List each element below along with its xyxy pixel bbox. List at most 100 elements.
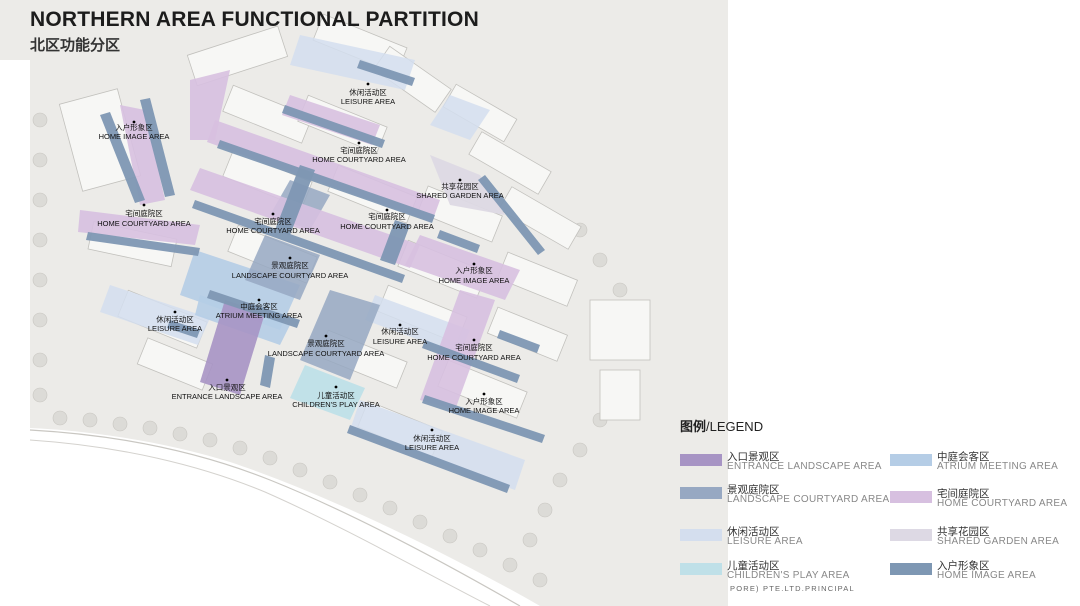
map-label-home-courtyard-1: 宅间庭院区 HOME COURTYARD AREA — [312, 141, 406, 164]
legend-label-en: SHARED GARDEN AREA — [937, 536, 1060, 547]
footer-credit: PORE) PTE.LTD.PRINCIPAL — [730, 584, 855, 593]
legend-label-en: LEISURE AREA — [727, 536, 803, 547]
map-label-en: LEISURE AREA — [373, 337, 427, 346]
legend-label-en: HOME IMAGE AREA — [937, 570, 1036, 581]
legend-label-cn: 入户形象区 — [937, 560, 990, 572]
legend-swatch — [680, 487, 722, 499]
map-label-cn: 儿童活动区 — [317, 390, 355, 400]
legend-label-en: CHILDREN'S PLAY AREA — [727, 570, 850, 581]
map-label-cn: 入户形象区 — [455, 265, 493, 275]
map-label-en: LEISURE AREA — [405, 443, 459, 452]
map-label-en: HOME COURTYARD AREA — [97, 219, 191, 228]
map-label-en: HOME COURTYARD AREA — [226, 226, 320, 235]
map-label-landscape-courtyard-1: 景观庭院区 LANDSCAPE COURTYARD AREA — [232, 256, 348, 280]
legend-item-home-image: 入户形象区 HOME IMAGE AREA — [890, 558, 1080, 588]
legend-label-cn: 休闲活动区 — [727, 526, 780, 538]
map-label-home-courtyard-3: 宅间庭院区 HOME COURTYARD AREA — [226, 212, 320, 235]
map-label-en: HOME IMAGE AREA — [449, 406, 520, 415]
map-label-cn: 休闲活动区 — [381, 326, 419, 336]
map-label-childrens-play: 儿童活动区 CHILDREN'S PLAY AREA — [292, 385, 380, 409]
map-label-home-courtyard-4: 宅间庭院区 HOME COURTYARD AREA — [340, 208, 434, 231]
map-label-en: ATRIUM MEETING AREA — [216, 311, 303, 320]
legend-item-home-courtyard: 宅间庭院区 HOME COURTYARD AREA — [890, 486, 1080, 516]
map-label-cn: 中庭会客区 — [240, 301, 278, 311]
legend-label-cn: 共享花园区 — [937, 526, 990, 538]
legend-swatch — [890, 491, 932, 503]
legend-label-en: HOME COURTYARD AREA — [937, 498, 1068, 509]
map-label-en: HOME IMAGE AREA — [99, 132, 170, 141]
map-label-cn: 宅间庭院区 — [254, 216, 292, 226]
map-label-atrium-meeting: 中庭会客区 ATRIUM MEETING AREA — [216, 298, 303, 320]
legend-swatch — [890, 563, 932, 575]
map-label-cn: 入户形象区 — [115, 122, 153, 132]
zones-landscape-courtyard — [245, 180, 380, 380]
legend-title: 图例/LEGEND — [680, 416, 763, 435]
legend-label-cn: 入口景观区 — [727, 451, 780, 463]
map-label-en: HOME COURTYARD AREA — [340, 222, 434, 231]
map-label-cn: 景观庭院区 — [271, 260, 309, 270]
map-label-home-courtyard-2: 宅间庭院区 HOME COURTYARD AREA — [97, 203, 191, 228]
legend-swatch — [680, 563, 722, 575]
map-label-en: CHILDREN'S PLAY AREA — [292, 400, 379, 409]
legend-title-cn: 图例 — [680, 419, 707, 434]
legend-swatch — [890, 454, 932, 466]
legend-label-cn: 宅间庭院区 — [937, 488, 990, 500]
map-label-home-image-1: 入户形象区 HOME IMAGE AREA — [99, 120, 170, 141]
map-label-home-courtyard-5: 宅间庭院区 HOME COURTYARD AREA — [427, 338, 521, 362]
page-title: NORTHERN AREA FUNCTIONAL PARTITION — [30, 8, 479, 31]
map-label-cn: 休闲活动区 — [156, 314, 194, 324]
map-label-en: LEISURE AREA — [148, 324, 202, 333]
legend-label-en: ATRIUM MEETING AREA — [937, 461, 1059, 472]
map-label-en: HOME COURTYARD AREA — [312, 155, 406, 164]
map-label-en: HOME COURTYARD AREA — [427, 353, 521, 362]
map-label-en: HOME IMAGE AREA — [439, 276, 510, 285]
legend-swatch — [890, 529, 932, 541]
legend-label-cn: 中庭会客区 — [937, 451, 990, 463]
map-label-leisure-2: 休闲活动区 LEISURE AREA — [148, 310, 202, 333]
map-label-cn: 景观庭院区 — [307, 338, 345, 348]
map-label-en: LANDSCAPE COURTYARD AREA — [268, 349, 384, 358]
page-subtitle: 北区功能分区 — [30, 37, 121, 54]
map-label-home-image-2: 入户形象区 HOME IMAGE AREA — [439, 262, 510, 285]
zones-home-image — [86, 60, 545, 493]
map-label-cn: 宅间庭院区 — [125, 208, 163, 218]
legend-label-cn: 儿童活动区 — [727, 560, 780, 572]
legend: 图例/LEGEND 入口景观区 ENTRANCE LANDSCAPE AREA … — [680, 413, 1080, 603]
map-label-leisure-3: 休闲活动区 LEISURE AREA — [373, 323, 427, 346]
legend-item-landscape-courtyard: 景观庭院区 LANDSCAPE COURTYARD AREA — [680, 482, 889, 512]
zones-shared-garden — [430, 155, 505, 215]
map-label-entrance-landscape: 入口景观区 ENTRANCE LANDSCAPE AREA — [172, 378, 283, 401]
legend-item-atrium-meeting: 中庭会客区 ATRIUM MEETING AREA — [890, 449, 1080, 479]
map-label-cn: 宅间庭院区 — [340, 145, 378, 155]
tree-row — [32, 112, 628, 588]
map-label-leisure-1: 休闲活动区 LEISURE AREA — [341, 82, 395, 106]
map-label-cn: 宅间庭院区 — [368, 211, 406, 221]
map-label-landscape-courtyard-2: 景观庭院区 LANDSCAPE COURTYARD AREA — [268, 334, 384, 358]
legend-item-shared-garden: 共享花园区 SHARED GARDEN AREA — [890, 524, 1080, 554]
legend-swatch — [680, 454, 722, 466]
legend-item-entrance-landscape: 入口景观区 ENTRANCE LANDSCAPE AREA — [680, 449, 882, 479]
map-label-cn: 入户形象区 — [465, 396, 503, 406]
map-label-home-image-3: 入户形象区 HOME IMAGE AREA — [449, 392, 520, 415]
map-label-en: LANDSCAPE COURTYARD AREA — [232, 271, 348, 280]
map-label-shared-garden: 共享花园区 SHARED GARDEN AREA — [416, 178, 504, 200]
map-label-cn: 休闲活动区 — [413, 433, 451, 443]
legend-item-childrens-play: 儿童活动区 CHILDREN'S PLAY AREA — [680, 558, 880, 588]
map-label-cn: 休闲活动区 — [349, 87, 387, 97]
legend-label-cn: 景观庭院区 — [727, 484, 780, 496]
map-label-leisure-4: 休闲活动区 LEISURE AREA — [405, 428, 459, 452]
legend-label-en: ENTRANCE LANDSCAPE AREA — [727, 461, 882, 472]
legend-swatch — [680, 529, 722, 541]
riverbank-line — [29, 429, 521, 606]
legend-item-leisure: 休闲活动区 LEISURE AREA — [680, 524, 880, 554]
map-label-cn: 宅间庭院区 — [455, 342, 493, 352]
map-label-cn: 入口景观区 — [208, 383, 246, 392]
map-label-en: LEISURE AREA — [341, 97, 395, 106]
map-label-en: ENTRANCE LANDSCAPE AREA — [172, 392, 283, 401]
map-label-cn: 共享花园区 — [441, 181, 479, 191]
map-label-en: SHARED GARDEN AREA — [416, 191, 504, 200]
legend-label-en: LANDSCAPE COURTYARD AREA — [727, 494, 890, 505]
legend-title-en: /LEGEND — [706, 419, 764, 434]
zones-childrens-play — [290, 365, 365, 420]
